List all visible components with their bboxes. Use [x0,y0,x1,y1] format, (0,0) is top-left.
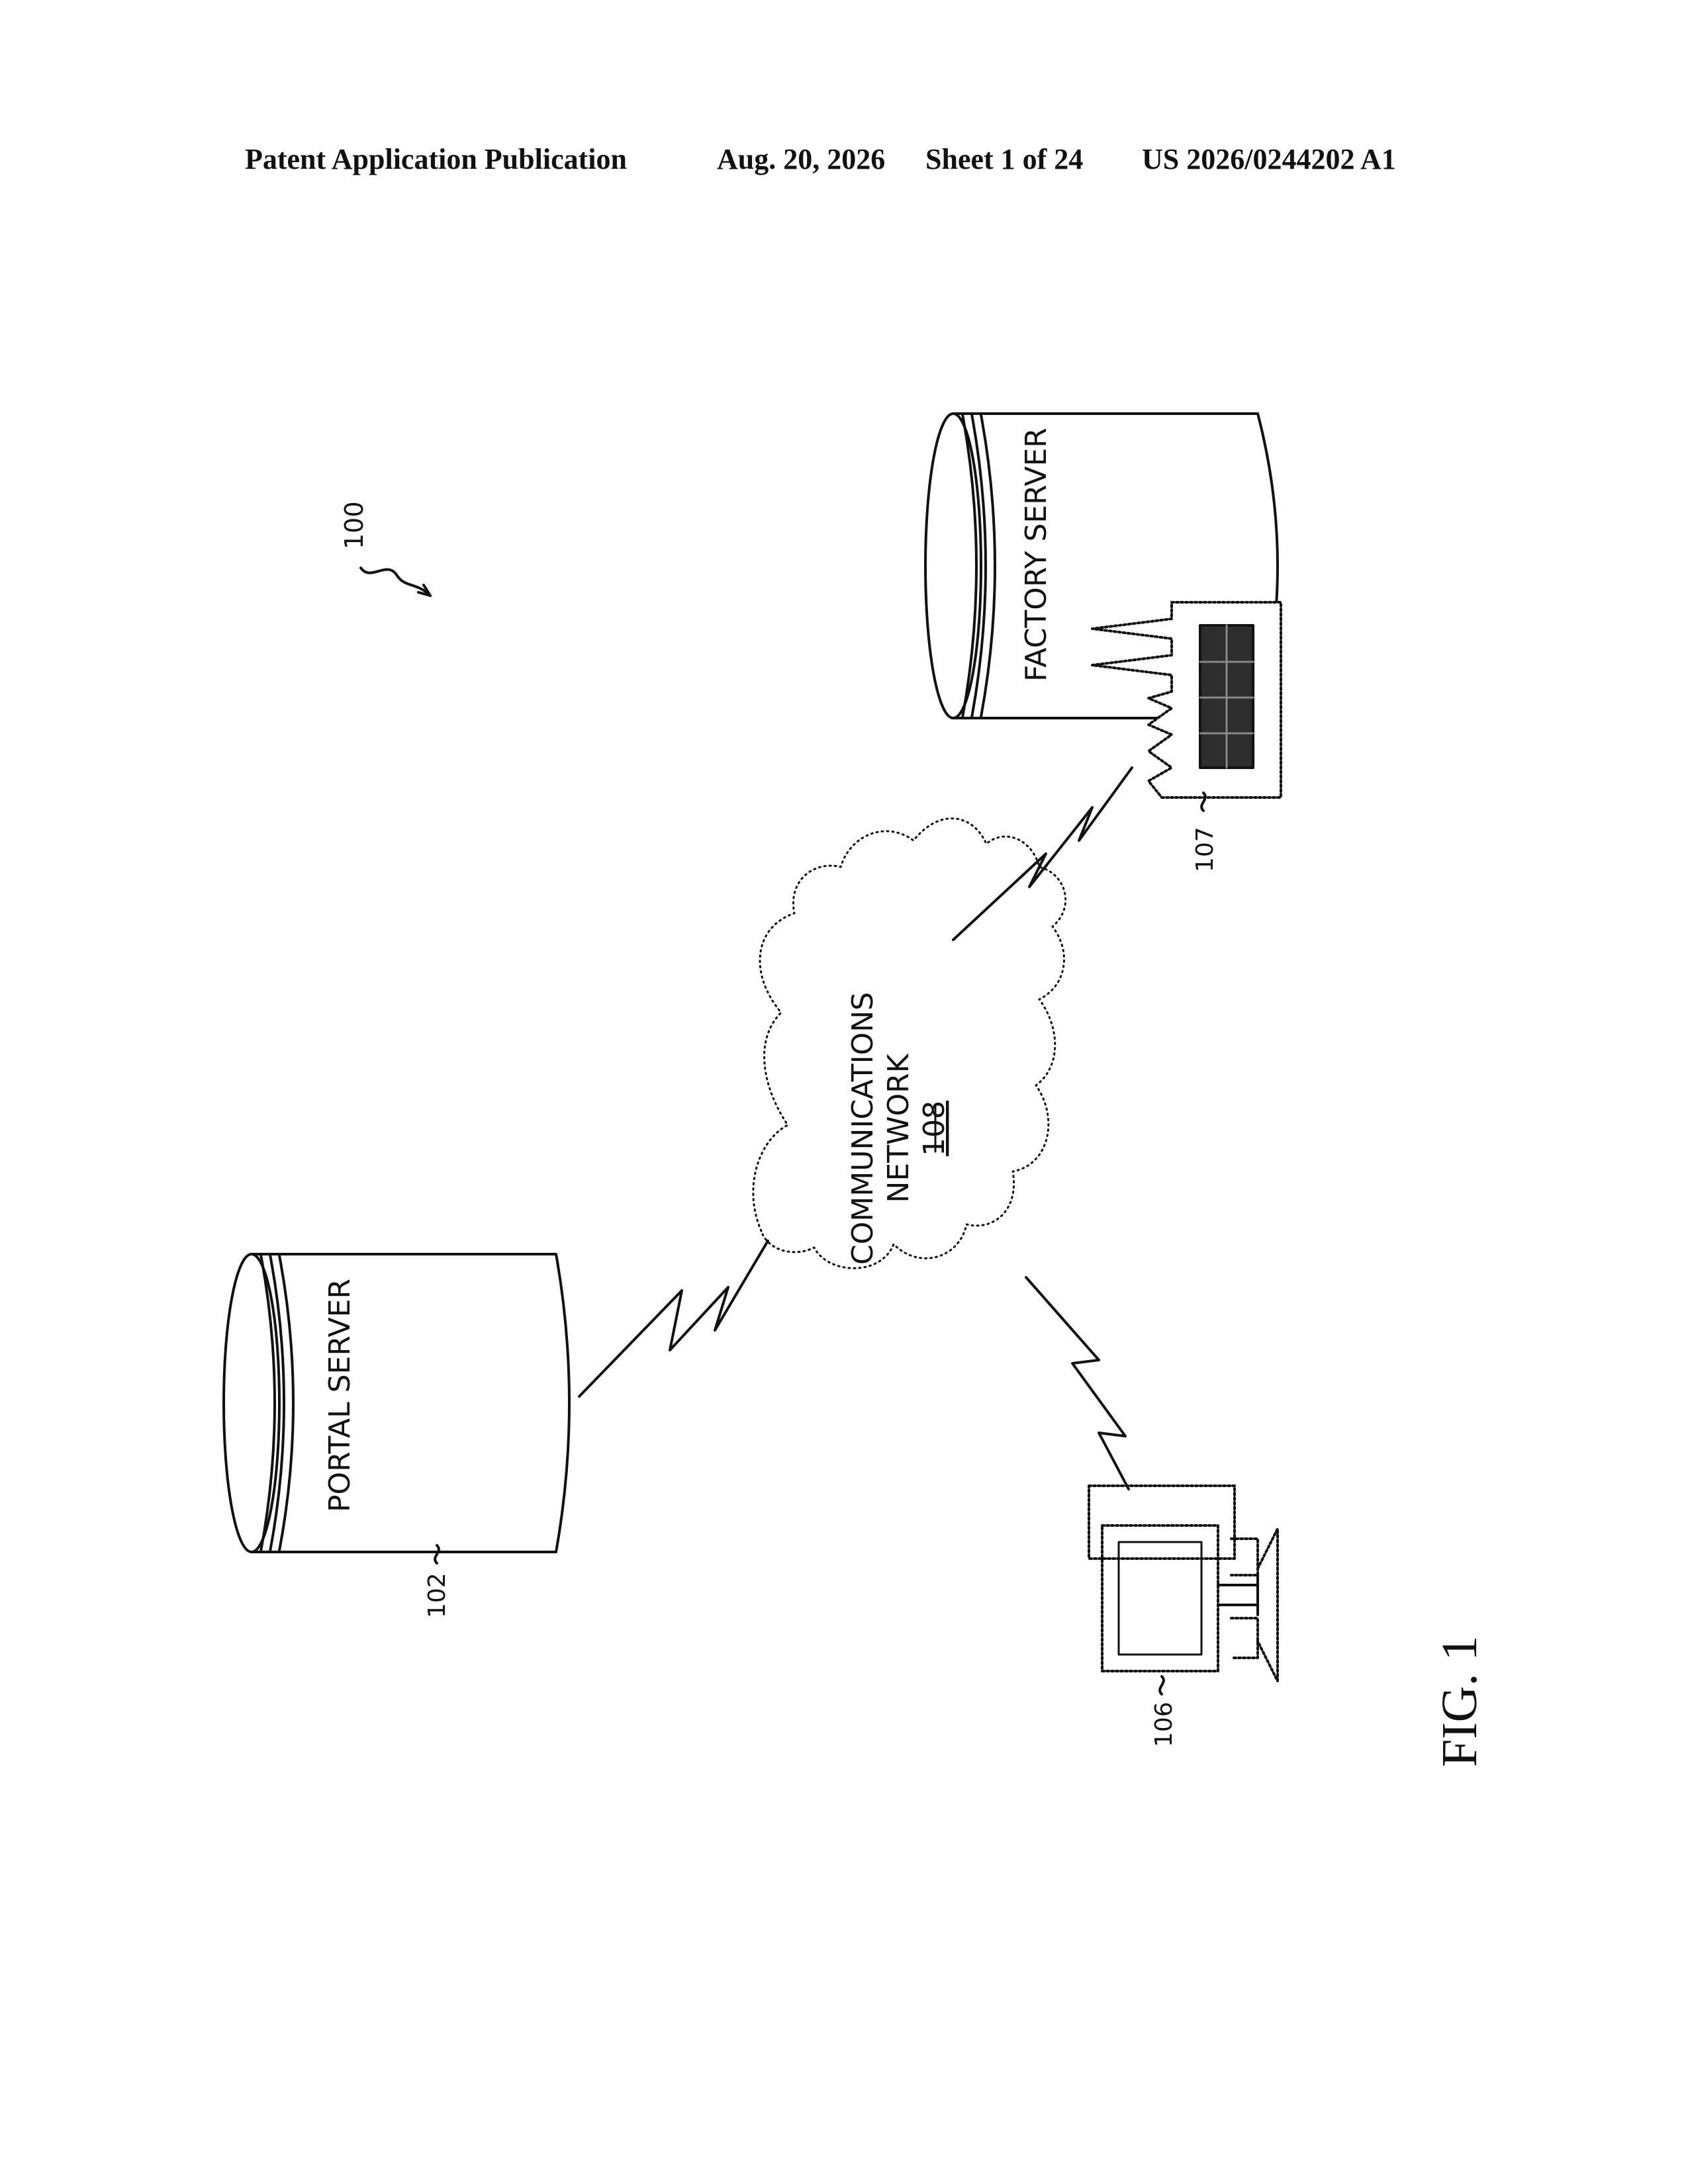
ref-106: 106 [1150,1702,1178,1747]
ref-107: 107 [1192,827,1219,872]
portal-network-link [579,1241,768,1396]
network-label-line1: COMMUNICATIONS [846,992,880,1265]
portal-server: PORTAL SERVER [224,1254,569,1552]
network-label-line2: NETWORK [882,1053,915,1203]
computer-icon [1089,1486,1278,1681]
factory-server-label: FACTORY SERVER [1019,428,1053,682]
network-factory-link [953,768,1132,940]
portal-server-label: PORTAL SERVER [323,1279,357,1512]
ref-102: 102 [424,1572,451,1618]
ref-102-leader [435,1545,439,1563]
ref-100: 100 [340,501,369,549]
figure-caption: FIG. 1 [1432,1636,1487,1767]
network-computer-link [1026,1277,1129,1489]
ref-106-leader [1160,1676,1164,1694]
factory-icon [1092,602,1281,797]
